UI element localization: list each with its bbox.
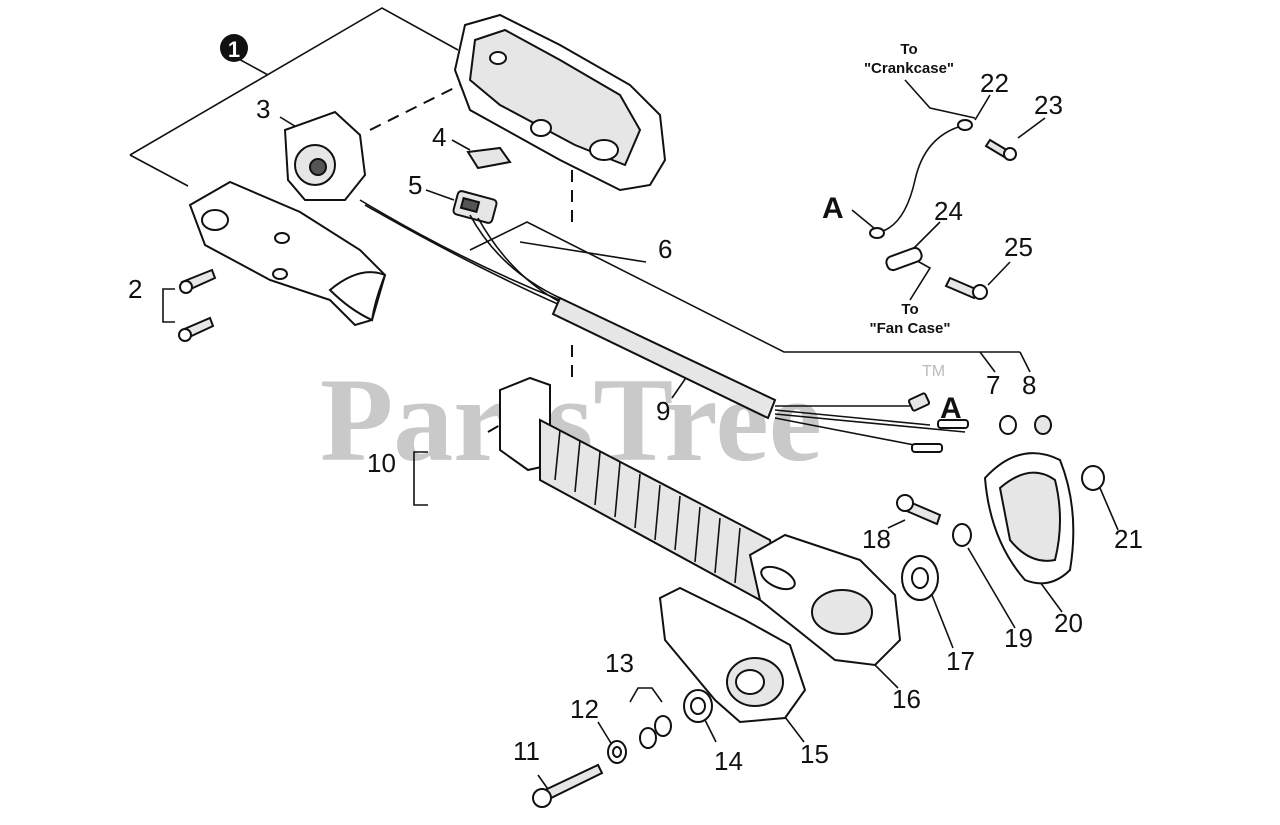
- part-16-handle-bracket: [748, 533, 902, 667]
- part-22-ground-wire: [869, 119, 973, 239]
- callout-3-label: 3: [256, 94, 270, 124]
- callout-14-label: 14: [714, 746, 743, 776]
- watermark-trademark: TM: [922, 363, 945, 380]
- part-11-bolt: [532, 763, 604, 808]
- part-screws-2: [178, 268, 217, 342]
- part-handle-lower-cover: [188, 180, 387, 327]
- to-crankcase-line2: "Crankcase": [864, 60, 954, 77]
- callout-11-label: 11: [513, 736, 540, 766]
- leader-lines: [129, 7, 1119, 793]
- callout-10-label: 10: [367, 448, 396, 478]
- callout-4-label: 4: [432, 122, 446, 152]
- callout-6-label: 6: [658, 234, 672, 264]
- part-grip-tube: [499, 376, 782, 602]
- callout-19-label: 19: [1004, 623, 1033, 653]
- connector-terminals: [907, 392, 969, 453]
- connector-a-right-label: A: [940, 392, 962, 425]
- part-6-wire-harness: [359, 199, 966, 451]
- part-handle-upper-half: [453, 13, 667, 192]
- to-crankcase-line1: To: [900, 41, 917, 58]
- part-4-clip: [466, 146, 512, 170]
- callout-5-label: 5: [408, 170, 422, 200]
- to-fancase-line2: "Fan Case": [870, 320, 951, 337]
- part-5-switch: [452, 190, 498, 224]
- connector-a-top-label: A: [822, 192, 844, 225]
- callout-25-label: 25: [1004, 232, 1033, 262]
- part-3-throttle-body: [283, 110, 367, 201]
- part-18-bolt: [896, 494, 942, 526]
- callout-12-label: 12: [570, 694, 599, 724]
- callout-16-label: 16: [892, 684, 921, 714]
- callout-2-label: 2: [128, 274, 142, 304]
- part-20-cover: [983, 452, 1075, 585]
- part-15-lever: [658, 586, 807, 724]
- callout-18-label: 18: [862, 524, 891, 554]
- callout-20-label: 20: [1054, 608, 1083, 638]
- part-washers: [607, 523, 972, 764]
- callout-22-label: 22: [980, 68, 1009, 98]
- callout-13-label: 13: [605, 648, 634, 678]
- part-ground-hardware: [885, 138, 1017, 300]
- callout-8-label: 8: [1022, 370, 1036, 400]
- callout-1: 1: [220, 34, 248, 62]
- part-9-spring-conduit: [551, 296, 777, 420]
- annotations: To "Crankcase" To "Fan Case" A A: [822, 41, 962, 425]
- callout-labels: 3 2 4 5 6 7 8 9 10 11 12 13 14 15 16 17 …: [128, 68, 1143, 776]
- callout-24-label: 24: [934, 196, 963, 226]
- callout-17-label: 17: [946, 646, 975, 676]
- callout-1-label: 1: [228, 37, 240, 62]
- callout-7-label: 7: [986, 370, 1000, 400]
- callout-21-label: 21: [1114, 524, 1143, 554]
- callout-23-label: 23: [1034, 90, 1063, 120]
- callout-9-label: 9: [656, 396, 670, 426]
- part-nuts: [999, 415, 1105, 491]
- to-fancase-line1: To: [901, 301, 918, 318]
- callout-15-label: 15: [800, 739, 829, 769]
